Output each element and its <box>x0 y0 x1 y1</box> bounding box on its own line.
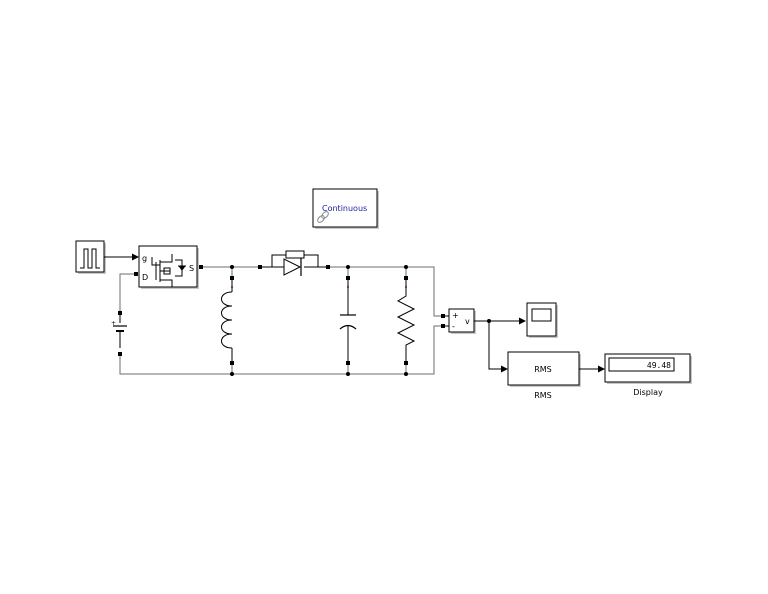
capacitor-block[interactable] <box>339 276 357 365</box>
mosfet-symbol-icon <box>151 254 186 287</box>
mosfet-d-port <box>134 272 138 276</box>
mosfet-block[interactable]: g D S <box>138 245 199 289</box>
mosfet-port-d: D <box>142 273 148 282</box>
vm-plus-label: + <box>452 311 459 320</box>
pulse-generator-block[interactable] <box>75 240 106 274</box>
dc-voltage-source-block[interactable]: + <box>111 311 127 356</box>
junction-dots <box>230 265 408 376</box>
display-readout-box <box>608 357 675 372</box>
display-value: 49.48 <box>647 361 671 370</box>
wire-bottom-rail <box>119 325 441 375</box>
mosfet-port-s: S <box>189 264 194 273</box>
resistor-block[interactable] <box>396 276 416 365</box>
vm-minus-label: - <box>452 322 455 331</box>
wire-d-to-battery <box>119 273 134 311</box>
link-icon <box>317 211 329 223</box>
arrow-icon <box>519 317 526 325</box>
scope-block[interactable] <box>526 302 558 338</box>
voltage-measurement-block[interactable]: + - v <box>441 308 476 334</box>
vm-out-label: v <box>465 317 470 326</box>
display-block-name: Display <box>633 388 663 397</box>
rms-inner-label: RMS <box>534 365 552 374</box>
rms-block-name: RMS <box>534 391 552 400</box>
diode-block[interactable] <box>258 250 330 276</box>
powergui-label: Continuous <box>322 204 367 213</box>
arrow-icon <box>598 365 605 373</box>
wire-top-rail <box>330 266 441 317</box>
mosfet-s-port <box>199 265 203 269</box>
mosfet-port-g: g <box>142 254 147 263</box>
display-block[interactable]: 49.48 <box>604 353 692 384</box>
powergui-block[interactable]: Continuous <box>312 188 379 229</box>
signal-line-v-rms <box>488 321 501 370</box>
pulse-wave-icon <box>80 248 100 269</box>
rms-block[interactable]: RMS <box>507 351 581 387</box>
arrow-icon <box>501 365 508 373</box>
inductor-block[interactable] <box>221 276 235 365</box>
scope-screen-icon <box>531 308 552 322</box>
battery-plus-label: + <box>111 320 116 327</box>
arrow-icon <box>132 253 139 261</box>
